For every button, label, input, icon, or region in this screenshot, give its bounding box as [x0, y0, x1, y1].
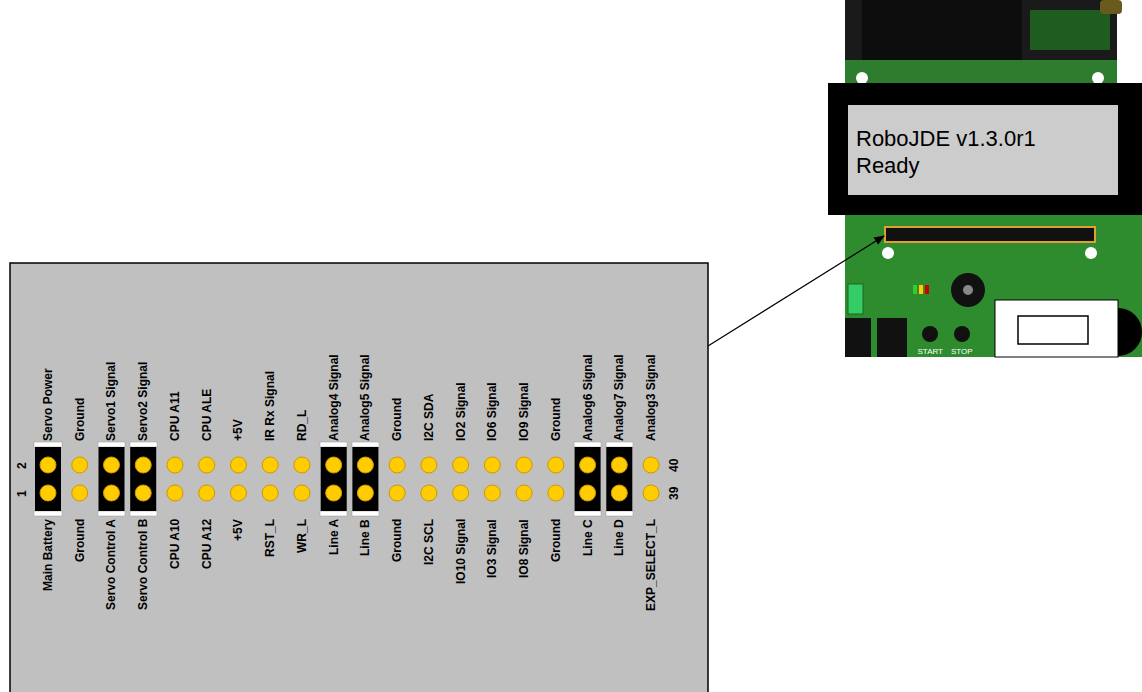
header-panel: [10, 263, 708, 692]
button-label: START: [918, 347, 943, 356]
pin-signal-label: Ground: [73, 398, 87, 441]
pin-signal-label: CPU A12: [200, 519, 214, 569]
pin-signal-label: WR_L: [295, 519, 309, 553]
pointer-arrow: [708, 236, 884, 346]
pin-signal-label: RST_L: [263, 519, 277, 557]
pin-signal-label: Servo Power: [41, 368, 55, 441]
pin-signal-label: IO10 Signal: [454, 519, 468, 584]
pin-signal-label: I2C SCL: [422, 519, 436, 565]
lcd-line: Ready: [856, 152, 1110, 179]
header-pin: [643, 485, 659, 501]
lcd-screen: RoboJDE v1.3.0r1Ready: [848, 105, 1118, 195]
header-pin: [453, 485, 469, 501]
pin-signal-label: +5V: [231, 419, 245, 441]
pin-signal-label: CPU A10: [168, 519, 182, 569]
header-pin: [135, 457, 151, 473]
header-pin: [421, 457, 437, 473]
pin-signal-label: Line A: [327, 519, 341, 555]
lcd-line: RoboJDE v1.3.0r1: [856, 125, 1110, 152]
pin-number: 1: [15, 490, 29, 497]
pin-signal-label: CPU A11: [168, 391, 182, 441]
pin-number: 40: [667, 458, 681, 471]
pin-signal-label: Ground: [390, 398, 404, 441]
header-pin: [167, 457, 183, 473]
header-pin: [103, 485, 119, 501]
pin-signal-label: Servo Control B: [136, 519, 150, 610]
pin-number: 2: [15, 462, 29, 469]
header-pin: [611, 485, 627, 501]
header-pin: [484, 485, 500, 501]
pin-number: 39: [667, 486, 681, 499]
pin-signal-label: Line C: [581, 519, 595, 556]
header-pin: [643, 457, 659, 473]
pin-signal-label: Line D: [612, 519, 626, 556]
header-pin: [262, 457, 278, 473]
pin-signal-label: Analog4 Signal: [327, 354, 341, 441]
header-pin: [103, 457, 119, 473]
header-pin: [72, 457, 88, 473]
header-pin: [262, 485, 278, 501]
header-pin: [40, 485, 56, 501]
pin-signal-label: CPU ALE: [200, 389, 214, 441]
header-pin: [548, 485, 564, 501]
expansion-slot: [885, 227, 1095, 242]
header-pin: [484, 457, 500, 473]
header-pin: [294, 485, 310, 501]
header-pin: [611, 457, 627, 473]
header-pin: [294, 457, 310, 473]
button-label: STOP: [951, 347, 973, 356]
pin-signal-label: RD_L: [295, 410, 309, 441]
header-pin: [230, 485, 246, 501]
pin-signal-label: IO8 Signal: [517, 519, 531, 578]
robojde-board: [828, 0, 1142, 357]
pin-signal-label: Analog5 Signal: [358, 354, 372, 441]
header-pin: [72, 485, 88, 501]
pin-signal-label: IO3 Signal: [485, 519, 499, 578]
pin-signal-label: +5V: [231, 519, 245, 541]
header-pin: [357, 485, 373, 501]
header-pin: [40, 457, 56, 473]
pin-signal-label: Ground: [390, 519, 404, 562]
header-pin: [580, 485, 596, 501]
pin-signal-label: Servo1 Signal: [104, 362, 118, 441]
pin-signal-label: IO6 Signal: [485, 382, 499, 441]
pin-signal-label: IO2 Signal: [454, 382, 468, 441]
header-pin: [357, 457, 373, 473]
pin-signal-label: Line B: [358, 519, 372, 556]
header-pin: [389, 485, 405, 501]
header-pin: [199, 457, 215, 473]
pin-signal-label: Ground: [549, 519, 563, 562]
pin-signal-label: Analog6 Signal: [581, 354, 595, 441]
header-pin: [326, 457, 342, 473]
header-pin: [230, 457, 246, 473]
pin-signal-label: Analog7 Signal: [612, 354, 626, 441]
pin-signal-label: EXP_SELECT_L: [644, 519, 658, 611]
header-pin: [453, 457, 469, 473]
header-pin: [421, 485, 437, 501]
pin-signal-label: Ground: [73, 519, 87, 562]
pin-signal-label: Analog3 Signal: [644, 354, 658, 441]
header-pin: [516, 485, 532, 501]
header-pin: [199, 485, 215, 501]
header-pin: [167, 485, 183, 501]
header-pin: [580, 457, 596, 473]
pin-signal-label: Servo Control A: [104, 519, 118, 610]
pin-signal-label: I2C SDA: [422, 394, 436, 441]
header-pin: [326, 485, 342, 501]
pin-signal-label: IR Rx Signal: [263, 371, 277, 441]
jumper-shunts: [34, 442, 633, 516]
pin-signal-label: Ground: [549, 398, 563, 441]
header-pin: [516, 457, 532, 473]
pin-signal-label: IO9 Signal: [517, 382, 531, 441]
header-pin: [389, 457, 405, 473]
header-pin: [548, 457, 564, 473]
header-pins: [40, 457, 659, 501]
pin-signal-label: Servo2 Signal: [136, 362, 150, 441]
header-pin: [135, 485, 151, 501]
pin-signal-label: Main Battery: [41, 519, 55, 591]
